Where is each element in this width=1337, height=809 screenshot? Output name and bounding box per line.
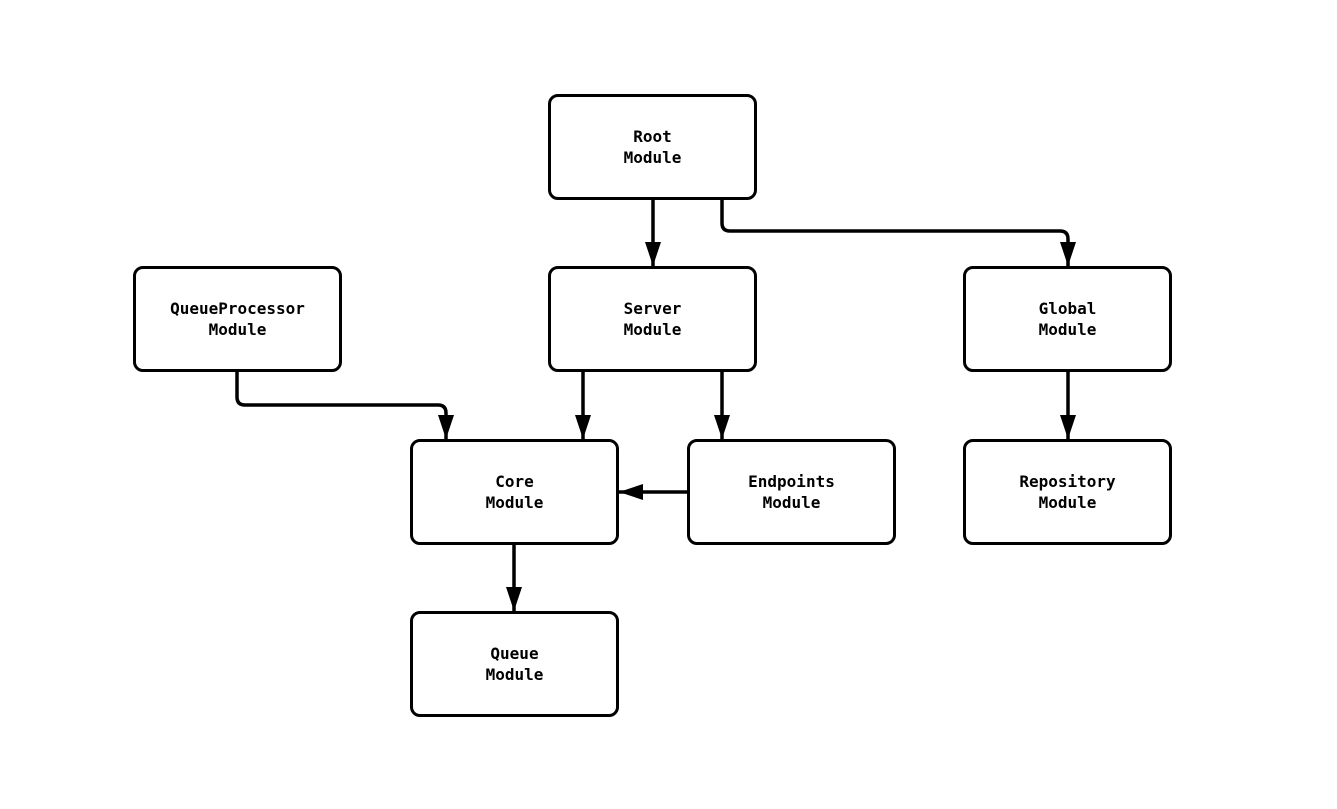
node-label: Module bbox=[623, 320, 682, 339]
node-label: Repository bbox=[1019, 472, 1116, 491]
node-label: Server bbox=[623, 299, 682, 318]
node-label: Core bbox=[495, 472, 534, 491]
edge-queueprocessor-to-core bbox=[235, 372, 454, 439]
node-endpoints-module: Endpoints Module bbox=[687, 439, 896, 545]
node-label: Queue bbox=[490, 644, 539, 663]
node-label: Module bbox=[208, 320, 267, 339]
node-label: Module bbox=[485, 665, 544, 684]
node-label: Module bbox=[1038, 493, 1097, 512]
node-label: Root bbox=[633, 127, 672, 146]
edge-root-to-global bbox=[720, 200, 1076, 266]
node-global-module: Global Module bbox=[963, 266, 1172, 372]
node-label: QueueProcessor bbox=[170, 299, 305, 318]
node-label: Module bbox=[485, 493, 544, 512]
node-server-module: Server Module bbox=[548, 266, 757, 372]
node-label: Module bbox=[762, 493, 821, 512]
node-label: Endpoints bbox=[748, 472, 835, 491]
node-label: Global bbox=[1038, 299, 1097, 318]
node-label: Module bbox=[623, 148, 682, 167]
node-queue-module: Queue Module bbox=[410, 611, 619, 717]
node-label: Module bbox=[1038, 320, 1097, 339]
node-repository-module: Repository Module bbox=[963, 439, 1172, 545]
node-queueprocessor-module: QueueProcessor Module bbox=[133, 266, 342, 372]
node-root-module: Root Module bbox=[548, 94, 757, 200]
node-core-module: Core Module bbox=[410, 439, 619, 545]
